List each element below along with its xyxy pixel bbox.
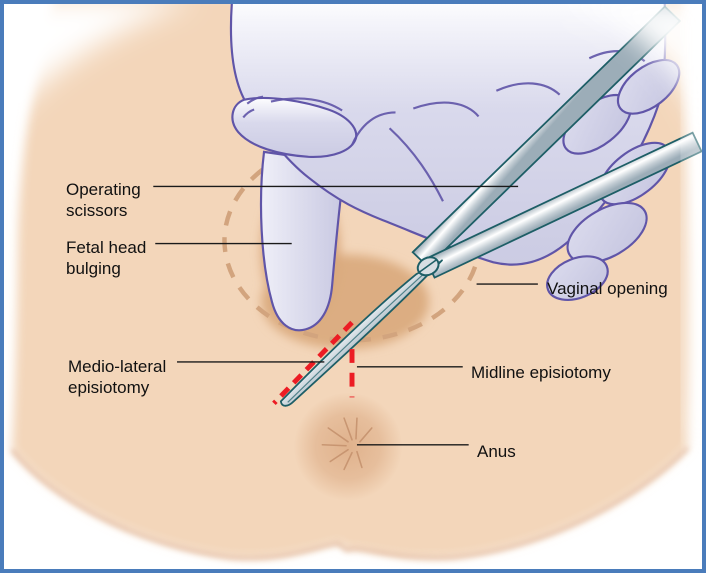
scissors-pivot-screw <box>416 256 440 277</box>
label-line: Operating <box>66 180 141 199</box>
anus-folds <box>321 417 373 471</box>
label-vaginal-opening: Vaginal opening <box>547 278 668 299</box>
label-medio-lateral-episiotomy: Medio-lateral episiotomy <box>68 356 166 398</box>
label-line: Vaginal opening <box>547 279 668 298</box>
leader-lines <box>153 185 538 446</box>
label-anus: Anus <box>477 441 516 462</box>
glove-creases <box>242 50 646 202</box>
corner-fades <box>4 4 702 443</box>
anus-figure <box>293 392 403 501</box>
scissors-blade-seam <box>287 265 433 403</box>
label-fetal-head-bulging: Fetal head bulging <box>66 237 146 279</box>
label-midline-episiotomy: Midline episiotomy <box>471 362 611 383</box>
label-line: Fetal head <box>66 238 147 257</box>
body-bottom-shade <box>10 446 690 560</box>
thumb-fold <box>231 96 358 158</box>
label-line: Midline episiotomy <box>471 363 611 382</box>
incision-markers <box>272 320 355 406</box>
anus-blush <box>293 392 403 501</box>
finger-inserted <box>259 150 347 332</box>
operating-scissors-figure <box>279 5 702 407</box>
label-operating-scissors: Operating scissors <box>66 179 141 221</box>
label-line: bulging <box>66 259 121 278</box>
medio-lateral-incision-dashes <box>272 320 354 406</box>
label-line: Medio-lateral <box>68 357 167 376</box>
label-line: Anus <box>477 442 516 461</box>
label-line: scissors <box>66 201 128 220</box>
illustration-canvas <box>4 4 702 560</box>
label-line: episiotomy <box>68 378 150 397</box>
